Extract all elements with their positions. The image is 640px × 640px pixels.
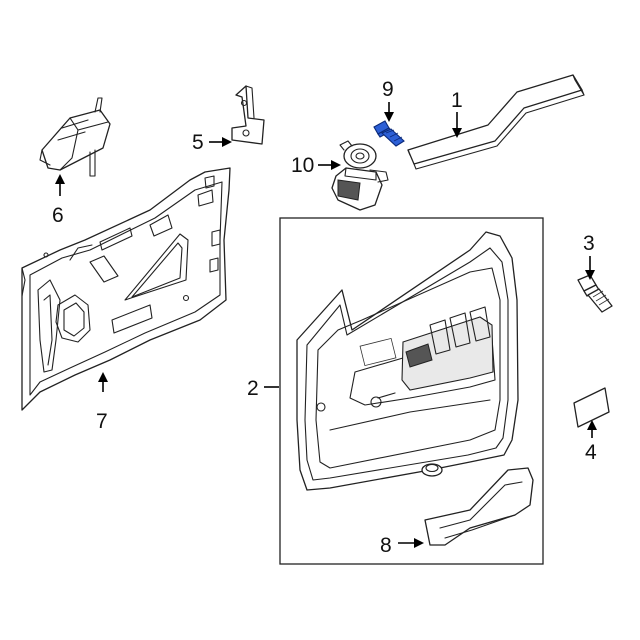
part-2-door-trim-panel[interactable] (296, 231, 519, 491)
callout-3-label: 3 (583, 232, 595, 255)
callout-9-label: 9 (382, 78, 394, 101)
callout-9: 9 (382, 78, 394, 122)
part-7-inner-panel[interactable] (21, 167, 231, 411)
callout-8: 8 (380, 534, 424, 557)
callout-10: 10 (291, 154, 341, 177)
callout-5: 5 (192, 131, 232, 154)
callout-3: 3 (583, 232, 595, 280)
part-10-actuator[interactable] (331, 140, 389, 211)
part-6-module[interactable] (39, 97, 111, 177)
callout-1-label: 1 (451, 89, 463, 112)
part-1-belt-weatherstrip[interactable] (407, 74, 585, 170)
callout-7-label: 7 (96, 410, 108, 433)
callout-6: 6 (52, 174, 65, 227)
part-3-bolt[interactable] (577, 274, 613, 313)
part-8-handle-bezel[interactable] (424, 467, 534, 546)
callout-1: 1 (451, 89, 463, 138)
part-4-pad[interactable] (573, 387, 610, 428)
part-5-bracket[interactable] (231, 85, 265, 145)
callout-7: 7 (96, 372, 108, 433)
callout-6-label: 6 (52, 204, 64, 227)
part-9-bolt-highlighted[interactable] (373, 120, 405, 147)
callout-2: 2 (247, 377, 279, 400)
callout-2-label: 2 (247, 377, 259, 400)
callout-5-label: 5 (192, 131, 204, 154)
part-2-group-box (279, 217, 544, 565)
callout-4: 4 (585, 420, 597, 464)
callout-10-label: 10 (291, 154, 314, 177)
callout-8-label: 8 (380, 534, 392, 557)
callout-4-label: 4 (585, 441, 597, 464)
